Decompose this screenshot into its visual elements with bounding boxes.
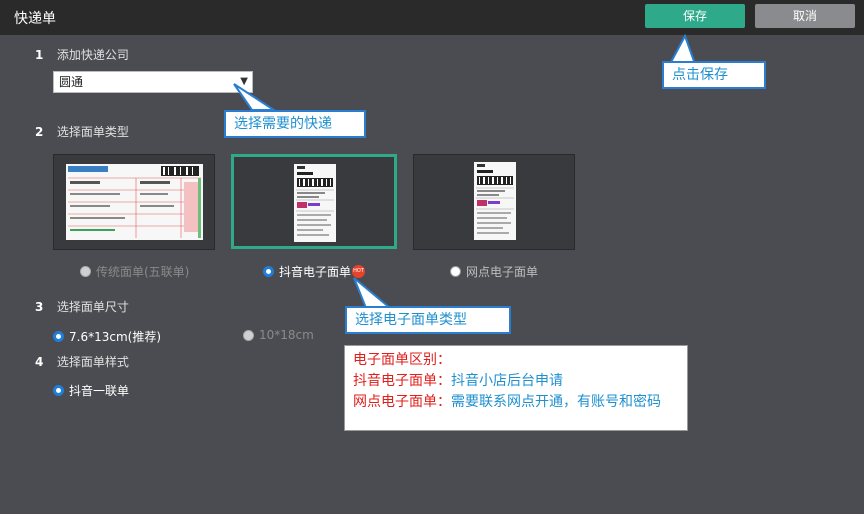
radio-outlet-dot[interactable] xyxy=(450,266,461,277)
radio-traditional-label: 传统面单(五联单) xyxy=(96,265,190,279)
save-button[interactable]: 保存 xyxy=(645,4,745,28)
radio-traditional[interactable]: 传统面单(五联单) xyxy=(80,263,189,280)
step-3-number: 3 xyxy=(35,300,44,314)
note-line-outlet-key: 网点电子面单： xyxy=(353,394,451,410)
note-heading: 电子面单区别： xyxy=(353,352,451,368)
step-1: 1 添加快递公司 xyxy=(35,46,129,63)
courier-callout-tail xyxy=(233,83,278,111)
top-bar: 快递单 保存 取消 xyxy=(0,0,864,35)
courier-callout-text: 选择需要的快递 xyxy=(234,116,332,132)
step-3: 3 选择面单尺寸 xyxy=(35,298,129,315)
step-2-label: 选择面单类型 xyxy=(56,125,129,139)
form-type-card-outlet[interactable] xyxy=(413,154,575,250)
douyin-waybill-thumbnail xyxy=(294,164,336,242)
note-line-outlet: 网点电子面单：需要联系网点开通，有账号和密码 xyxy=(353,392,679,413)
step-4: 4 选择面单样式 xyxy=(35,353,129,370)
form-type-card-traditional[interactable] xyxy=(53,154,215,250)
radio-size-10x18[interactable]: 10*18cm xyxy=(243,328,314,342)
radio-size-10x18-dot[interactable] xyxy=(243,329,254,341)
step-1-number: 1 xyxy=(35,48,44,62)
type-callout-text: 选择电子面单类型 xyxy=(355,312,467,328)
radio-outlet-label: 网点电子面单 xyxy=(466,265,539,279)
waybill-difference-note: 电子面单区别： 抖音电子面单：抖音小店后台申请 网点电子面单：需要联系网点开通，… xyxy=(344,345,688,431)
hot-badge: HOT xyxy=(352,265,366,278)
radio-size-10x18-label: 10*18cm xyxy=(259,328,314,342)
radio-douyin-label: 抖音电子面单 xyxy=(279,265,352,279)
courier-callout: 选择需要的快递 xyxy=(224,110,366,138)
radio-traditional-dot[interactable] xyxy=(80,266,91,277)
note-line-douyin: 抖音电子面单：抖音小店后台申请 xyxy=(353,371,679,392)
type-callout-tail xyxy=(353,277,393,309)
note-line-outlet-value: 需要联系网点开通，有账号和密码 xyxy=(451,394,661,410)
save-callout-text: 点击保存 xyxy=(672,67,728,83)
traditional-waybill-thumbnail xyxy=(66,164,203,240)
courier-company-select[interactable]: 圆通 ▼ xyxy=(53,71,253,93)
radio-size-76x13-label: 7.6*13cm(推荐) xyxy=(69,330,162,344)
radio-size-76x13[interactable]: 7.6*13cm(推荐) xyxy=(53,328,161,345)
type-callout: 选择电子面单类型 xyxy=(345,306,511,334)
radio-style-douyin-single-dot[interactable] xyxy=(53,385,64,396)
step-3-label: 选择面单尺寸 xyxy=(56,300,129,314)
save-callout-tail xyxy=(668,34,697,64)
form-type-card-douyin[interactable] xyxy=(231,154,397,249)
radio-outlet[interactable]: 网点电子面单 xyxy=(450,263,538,280)
radio-style-douyin-single-label: 抖音一联单 xyxy=(69,384,130,398)
step-4-label: 选择面单样式 xyxy=(56,355,129,369)
step-1-label: 添加快递公司 xyxy=(56,48,129,62)
page-title: 快递单 xyxy=(14,11,56,27)
note-line-douyin-key: 抖音电子面单： xyxy=(353,373,451,389)
radio-size-76x13-dot[interactable] xyxy=(53,331,64,342)
step-4-number: 4 xyxy=(35,355,44,369)
note-line-douyin-value: 抖音小店后台申请 xyxy=(451,373,563,389)
chevron-down-icon[interactable]: ▼ xyxy=(240,76,248,87)
step-2: 2 选择面单类型 xyxy=(35,123,129,140)
cancel-button[interactable]: 取消 xyxy=(755,4,855,28)
save-callout: 点击保存 xyxy=(662,61,766,89)
radio-style-douyin-single[interactable]: 抖音一联单 xyxy=(53,382,129,399)
outlet-waybill-thumbnail xyxy=(474,162,516,240)
courier-company-value: 圆通 xyxy=(59,75,84,89)
radio-douyin[interactable]: 抖音电子面单 HOT xyxy=(263,263,366,280)
radio-douyin-dot[interactable] xyxy=(263,266,274,277)
step-2-number: 2 xyxy=(35,125,44,139)
